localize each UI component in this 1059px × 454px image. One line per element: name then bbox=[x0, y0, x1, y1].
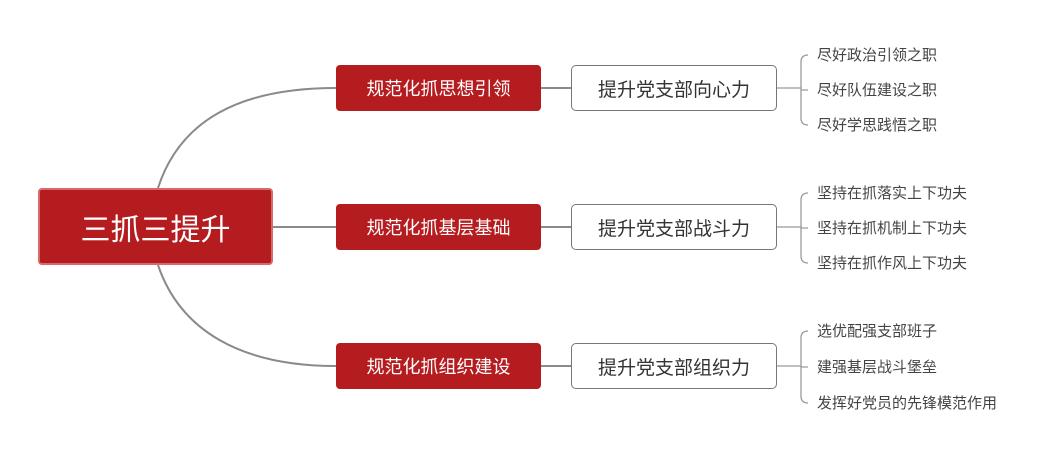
leaf-node[interactable]: 坚持在抓落实上下功夫 bbox=[817, 184, 968, 202]
leaf-node[interactable]: 建强基层战斗堡垒 bbox=[817, 358, 938, 376]
root-node[interactable]: 三抓三提升 bbox=[38, 188, 273, 265]
leaf-node[interactable]: 选优配强支部班子 bbox=[817, 322, 938, 340]
leaf-node[interactable]: 发挥好党员的先锋模范作用 bbox=[817, 394, 998, 412]
branch-node-2[interactable]: 规范化抓基层基础 bbox=[336, 204, 541, 250]
bracket-1 bbox=[777, 54, 809, 126]
connector-root-branch-1 bbox=[157, 87, 337, 189]
goal-node-2[interactable]: 提升党支部战斗力 bbox=[571, 204, 777, 250]
goal-node-3[interactable]: 提升党支部组织力 bbox=[571, 343, 777, 389]
leaf-node[interactable]: 坚持在抓作风上下功夫 bbox=[817, 254, 968, 272]
leaf-node[interactable]: 尽好政治引领之职 bbox=[817, 46, 938, 64]
leaf-node[interactable]: 坚持在抓机制上下功夫 bbox=[817, 219, 968, 237]
branch-node-3[interactable]: 规范化抓组织建设 bbox=[336, 343, 541, 389]
connector-root-branch-3 bbox=[157, 264, 337, 367]
bracket-2 bbox=[777, 192, 809, 264]
bracket-3 bbox=[777, 330, 809, 404]
leaf-node[interactable]: 尽好学思践悟之职 bbox=[817, 116, 938, 134]
goal-node-1[interactable]: 提升党支部向心力 bbox=[571, 65, 777, 111]
leaf-node[interactable]: 尽好队伍建设之职 bbox=[817, 81, 938, 99]
branch-node-1[interactable]: 规范化抓思想引领 bbox=[336, 65, 541, 111]
